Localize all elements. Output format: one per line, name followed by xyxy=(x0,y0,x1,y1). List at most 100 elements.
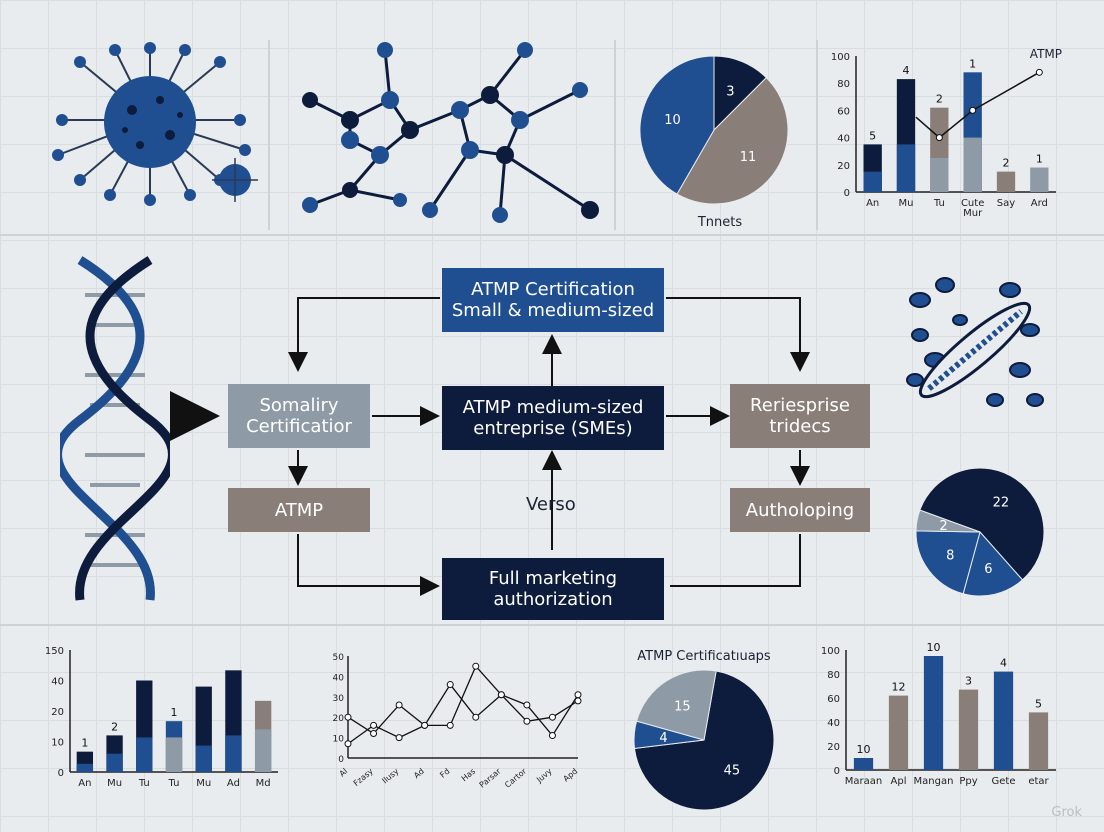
bar xyxy=(136,737,153,772)
line-point xyxy=(548,713,556,721)
y-tick-label: 150 xyxy=(45,646,64,657)
x-tick-label: Say xyxy=(997,198,1015,209)
bar xyxy=(195,745,212,772)
bar-data-label: 1 xyxy=(1036,153,1043,166)
y-tick-label: 40 xyxy=(333,673,345,683)
bar xyxy=(996,171,1016,192)
atmp-box: ATMP xyxy=(228,488,370,532)
pie-slice xyxy=(915,530,981,595)
line-point xyxy=(969,106,977,114)
x-tick-label: Ppy xyxy=(959,776,977,787)
line-point xyxy=(574,691,582,699)
pie-slice-label: 6 xyxy=(984,562,992,577)
y-tick-label: 40 xyxy=(827,718,840,729)
bar-data-label: 2 xyxy=(936,93,943,106)
y-tick-label: 100 xyxy=(831,52,850,63)
pie-title: Tnnets xyxy=(697,215,743,230)
x-tick-label: Mu xyxy=(196,778,211,789)
verso-label: Verso xyxy=(526,494,576,515)
x-tick-label: Ilusy xyxy=(380,766,400,785)
bottom-divider xyxy=(0,624,1104,626)
bar-data-label: 5 xyxy=(869,129,876,142)
y-tick-label: 0 xyxy=(58,768,64,779)
trend-line xyxy=(915,71,1040,139)
bar xyxy=(225,735,242,772)
pie-slice-label: 3 xyxy=(726,84,734,99)
reriesprise-box: Reriesprise tridecs xyxy=(730,384,870,448)
pie-slice-label: 45 xyxy=(724,763,741,778)
pie-slice-label: 2 xyxy=(939,519,947,534)
bar xyxy=(888,695,909,770)
top-divider xyxy=(0,234,1104,236)
bar xyxy=(958,689,979,770)
line-point xyxy=(523,701,531,709)
pie-slice xyxy=(676,76,789,205)
x-tick-label: Tu xyxy=(138,778,150,789)
bar xyxy=(853,758,874,770)
x-tick-label: Cute xyxy=(961,198,984,209)
divider-v2 xyxy=(614,40,616,230)
somaliry-certification-box: Somaliry Certificatior xyxy=(228,384,370,448)
series-line xyxy=(347,683,579,737)
pie-slice xyxy=(635,669,717,741)
y-tick-label: 20 xyxy=(827,742,840,753)
pie-title: ATMP Certificatıuaps xyxy=(637,649,771,664)
line-point xyxy=(370,730,378,738)
pie-slice-label: 11 xyxy=(740,150,757,165)
full-marketing-authorization-box: Full marketing authorization xyxy=(442,558,664,620)
x-tick-label: Apl xyxy=(891,776,907,787)
line-point xyxy=(344,740,352,748)
chart-title: ATMP xyxy=(1030,47,1062,61)
series-line xyxy=(347,665,579,745)
line-point xyxy=(395,734,403,742)
y-tick-label: 20 xyxy=(51,707,64,718)
molecule-icon xyxy=(290,40,610,230)
x-tick-label: Ard xyxy=(1031,198,1048,209)
y-tick-label: 0 xyxy=(844,188,850,199)
x-tick-label: Gete xyxy=(992,776,1016,787)
bar-data-label: 4 xyxy=(1000,657,1007,670)
bar xyxy=(993,671,1014,770)
bar-data-label: 1 xyxy=(81,737,88,750)
x-tick-label: An xyxy=(866,198,879,209)
autholoping-box: Autholoping xyxy=(730,488,870,532)
x-tick-label: Mu xyxy=(899,198,914,209)
line-point xyxy=(523,717,531,725)
line-point xyxy=(344,713,352,721)
line-point xyxy=(446,681,454,689)
x-tick-label: Fd xyxy=(438,767,451,780)
y-tick-label: 10 xyxy=(51,738,64,749)
cell-organelle-icon xyxy=(900,270,1050,430)
x-tick-label: Fzasy xyxy=(352,766,375,788)
y-tick-label: 80 xyxy=(837,79,850,90)
line-point xyxy=(935,134,943,142)
y-tick-label: 50 xyxy=(333,653,345,663)
y-tick-label: 40 xyxy=(837,134,850,145)
divider-v3 xyxy=(816,40,818,230)
pie-slice-label: 10 xyxy=(664,113,681,128)
bar-data-label: 5 xyxy=(1035,697,1042,710)
pie-slice-label: 22 xyxy=(993,495,1010,510)
line-point xyxy=(370,721,378,729)
line-point xyxy=(472,662,480,670)
grok-watermark: Grok xyxy=(1051,805,1082,820)
dna-helix-icon xyxy=(53,255,177,615)
bar-data-label: 1 xyxy=(171,706,178,719)
pie-slice xyxy=(639,55,715,195)
atmp-sme-box: ATMP medium-sized entreprise (SMEs) xyxy=(442,386,664,450)
x-tick-label: Apd xyxy=(562,767,580,784)
bar xyxy=(254,729,272,772)
line-point xyxy=(497,691,505,699)
x-tick-label: Cartor xyxy=(503,766,529,789)
line-point xyxy=(1035,68,1043,76)
bar xyxy=(165,737,183,772)
bar-data-label: 2 xyxy=(111,720,118,733)
divider-v1 xyxy=(268,40,270,230)
bar xyxy=(923,656,944,770)
